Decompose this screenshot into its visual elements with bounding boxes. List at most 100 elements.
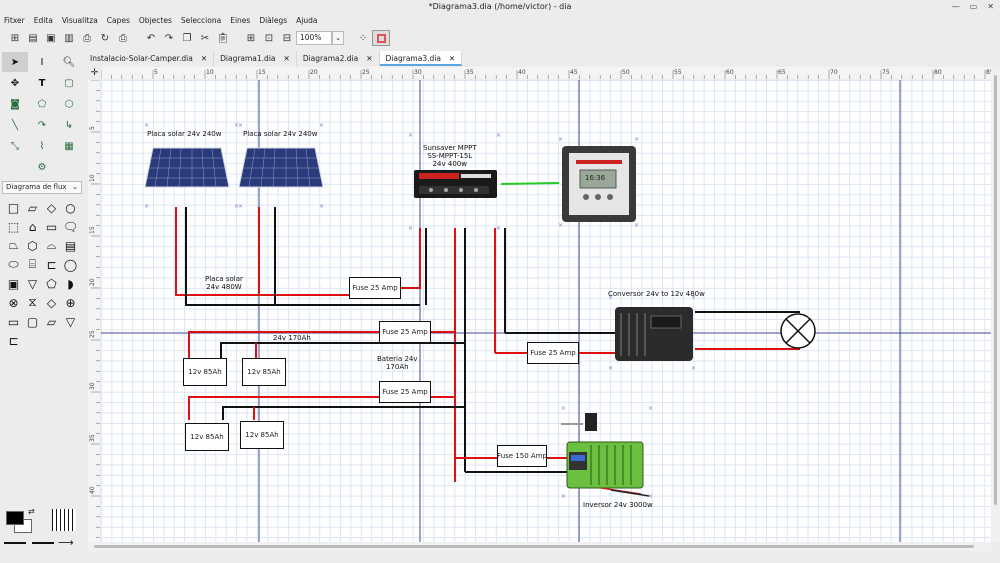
battery-4-box[interactable]: 12v 85Ah xyxy=(240,421,284,449)
menu-fitxer[interactable]: Fitxer xyxy=(4,15,25,25)
foreground-color-swatch[interactable] xyxy=(6,511,24,525)
display-shape-icon[interactable]: ▤ xyxy=(64,238,77,253)
ellipse-tool-icon[interactable]: ◙ xyxy=(10,98,20,110)
horizontal-scrollbar[interactable] xyxy=(88,542,991,551)
pointer-tool-icon[interactable]: ➤ xyxy=(2,52,28,72)
export-icon[interactable]: ⎙ xyxy=(83,32,91,44)
connect-tool-icon[interactable]: ⚙ xyxy=(37,161,47,173)
menu-selecciona[interactable]: Selecciona xyxy=(180,15,222,25)
core-shape-icon[interactable]: ▣ xyxy=(7,276,20,291)
storage-shape-icon[interactable]: ⌓ xyxy=(46,238,57,252)
extract-shape-icon[interactable]: ▽ xyxy=(65,314,76,329)
arc-tool-icon[interactable]: ↷ xyxy=(37,119,47,131)
predefined-process-icon[interactable]: ⬚ xyxy=(7,219,20,234)
scroll-thumb[interactable] xyxy=(994,75,997,505)
line-start-selector[interactable] xyxy=(4,542,26,544)
maximize-icon[interactable]: ▭ xyxy=(969,2,978,11)
paper-tape-icon[interactable]: ▢ xyxy=(26,314,39,329)
or-shape-icon[interactable]: ⊗ xyxy=(8,295,19,310)
preparation-shape-icon[interactable]: ⬡ xyxy=(27,238,38,253)
fuse-battery-2-box[interactable]: Fuse 25 Amp xyxy=(379,381,431,403)
menu-eines[interactable]: Eines xyxy=(230,15,251,25)
line-tool-icon[interactable]: ╲ xyxy=(11,119,19,131)
delay-shape-icon[interactable]: ◗ xyxy=(67,276,74,291)
tab-diagrama3[interactable]: Diagrama3.dia ✕ xyxy=(379,51,463,66)
menu-edita[interactable]: Edita xyxy=(33,15,53,25)
diagram-canvas[interactable]: ×××× ×××× ×××× ×××× ×××× ×××× Placa sola… xyxy=(101,80,991,542)
outline-tool-icon[interactable] xyxy=(2,157,28,177)
line-width-selector[interactable] xyxy=(52,509,76,531)
save-as-icon[interactable]: ▥ xyxy=(64,32,74,44)
tab-diagrama2[interactable]: Diagrama2.dia ✕ xyxy=(297,51,380,66)
swap-colors-icon[interactable]: ⇄ xyxy=(28,507,35,516)
merge-shape-icon[interactable]: ▽ xyxy=(27,276,38,291)
text-tool-icon[interactable]: T xyxy=(38,77,46,89)
save-icon[interactable]: ▣ xyxy=(46,32,56,44)
fuse-top-box[interactable]: Fuse 25 Amp xyxy=(349,277,401,299)
beziergon-tool-icon[interactable]: ⬡ xyxy=(64,98,74,110)
magnetic-disk-icon[interactable]: ⌸ xyxy=(28,257,37,271)
collate-shape-icon[interactable]: ⧖ xyxy=(28,295,37,309)
close-icon[interactable]: ✕ xyxy=(200,54,208,63)
zigzag-tool-icon[interactable]: ↳ xyxy=(64,119,74,131)
summing-shape-icon[interactable]: ⊕ xyxy=(65,295,76,310)
direct-data-icon[interactable]: ⊏ xyxy=(46,257,57,272)
terminal-shape-icon[interactable]: ⬭ xyxy=(8,257,19,271)
undo-icon[interactable]: ↶ xyxy=(146,32,156,44)
minimize-icon[interactable]: — xyxy=(951,2,960,11)
bezier-tool-icon[interactable]: ⌇ xyxy=(39,140,45,152)
zoom-out-icon[interactable]: ⊟ xyxy=(282,32,292,44)
close-icon[interactable]: ✕ xyxy=(987,2,994,11)
scroll-thumb[interactable] xyxy=(94,545,974,548)
tab-instalacio[interactable]: Instalacio-Solar-Camper.dia ✕ xyxy=(84,51,215,66)
fuse-converter-box[interactable]: Fuse 25 Amp xyxy=(527,342,579,364)
vertical-scrollbar[interactable] xyxy=(991,67,1000,542)
text-edit-tool-icon[interactable]: I xyxy=(40,56,44,68)
menu-ajuda[interactable]: Ajuda xyxy=(296,15,318,25)
redo-icon[interactable]: ↷ xyxy=(164,32,174,44)
decision-shape-icon[interactable]: ◇ xyxy=(46,200,57,215)
scroll-tool-icon[interactable]: ✥ xyxy=(10,77,20,89)
snap-object-icon[interactable] xyxy=(372,30,390,46)
battery-3-box[interactable]: 12v 85Ah xyxy=(185,423,229,451)
data-shape-icon[interactable]: ▱ xyxy=(27,200,38,215)
box-tool-icon[interactable]: ▢ xyxy=(64,77,74,89)
connector-shape-icon[interactable]: ○ xyxy=(65,200,76,215)
manual-op-shape-icon[interactable]: ⏢ xyxy=(8,238,19,252)
close-icon[interactable]: ✕ xyxy=(283,54,290,63)
cut-icon[interactable]: ✂ xyxy=(200,32,210,44)
snap-grid-icon[interactable]: ⁘ xyxy=(358,32,368,44)
polygon-tool-icon[interactable]: ⬠ xyxy=(37,98,47,110)
arrow-end-icon[interactable]: ⟶ xyxy=(58,536,74,549)
card-shape-icon[interactable]: ⌂ xyxy=(28,219,37,234)
fuse-battery-1-box[interactable]: Fuse 25 Amp xyxy=(379,321,431,343)
paste-icon[interactable]: 📋︎ xyxy=(216,32,230,44)
tab-diagrama1[interactable]: Diagrama1.dia ✕ xyxy=(214,51,297,66)
zoom-fit-icon[interactable]: ⊞ xyxy=(246,32,256,44)
image-tool-icon[interactable]: ▦ xyxy=(64,140,74,152)
offpage-shape-icon[interactable]: ⬠ xyxy=(46,276,57,291)
polyline-tool-icon[interactable]: ⤡ xyxy=(11,140,19,152)
fuse-inverter-box[interactable]: Fuse 150 Amp xyxy=(497,445,547,467)
sheet-selector[interactable]: Diagrama de flux⌄ xyxy=(2,181,82,194)
close-icon[interactable]: ✕ xyxy=(366,54,373,63)
battery-2-box[interactable]: 12v 85Ah xyxy=(242,358,286,386)
process-shape-icon[interactable]: □ xyxy=(7,200,20,215)
sequential-data-icon[interactable]: ◯ xyxy=(63,257,78,272)
magnify-tool-icon[interactable]: 🔍︎ xyxy=(62,56,76,68)
menu-visualitza[interactable]: Visualitza xyxy=(61,15,98,25)
document-shape-icon[interactable]: ▭ xyxy=(45,219,58,234)
punched-card-icon[interactable]: ▭ xyxy=(7,314,20,329)
print-icon[interactable]: ⎙ xyxy=(119,32,127,44)
battery-1-box[interactable]: 12v 85Ah xyxy=(183,358,227,386)
open-icon[interactable]: ▤ xyxy=(28,32,38,44)
menu-objectes[interactable]: Objectes xyxy=(138,15,172,25)
sort-shape-icon[interactable]: ◇ xyxy=(46,295,57,310)
annotation-shape-icon[interactable]: ⊏ xyxy=(8,333,19,348)
refresh-icon[interactable]: ↻ xyxy=(100,32,110,44)
menu-dialegs[interactable]: Diàlegs xyxy=(259,15,288,25)
manual-input-icon[interactable]: ⏥ xyxy=(46,314,57,329)
copy-icon[interactable]: ❐ xyxy=(182,32,192,44)
menu-capes[interactable]: Capes xyxy=(106,15,130,25)
comment-shape-icon[interactable]: 🗨︎ xyxy=(62,219,79,234)
